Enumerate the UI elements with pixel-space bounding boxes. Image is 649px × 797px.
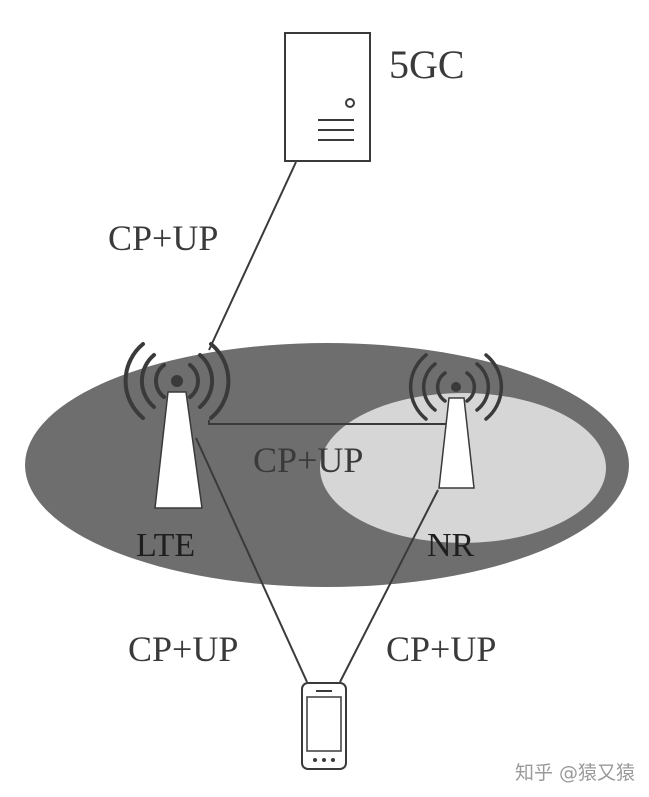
nr-cell-label: NR xyxy=(427,527,475,564)
core-label: 5GC xyxy=(389,42,465,87)
lte-cell-label: LTE xyxy=(136,527,195,564)
smartphone-icon xyxy=(301,682,347,770)
link-core-to-lte xyxy=(208,161,297,351)
server-icon xyxy=(284,32,371,162)
lte-antenna-tower-icon xyxy=(123,342,231,509)
watermark: 知乎 @猿又猿 xyxy=(515,762,635,784)
link-nr-ue-label: CP+UP xyxy=(386,629,496,669)
link-lte-ue-label: CP+UP xyxy=(128,629,238,669)
link-nr-to-ue xyxy=(339,489,439,683)
nr-antenna-tower-icon xyxy=(408,353,504,489)
link-lte-to-ue xyxy=(195,437,308,683)
link-lte-nr-label: CP+UP xyxy=(253,440,363,480)
link-core-lte-label: CP+UP xyxy=(108,218,218,258)
